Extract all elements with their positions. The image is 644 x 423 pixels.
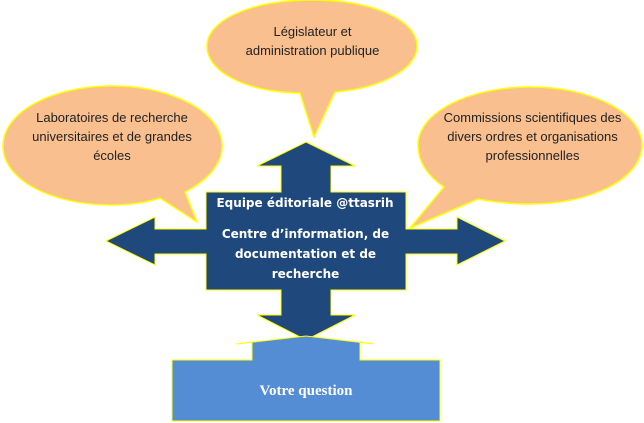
bubble-top-text: Législateur et administration publique	[245, 24, 380, 58]
speech-bubble-top	[206, 0, 418, 140]
question-box-label[interactable]: Votre question	[259, 383, 353, 399]
speech-bubble-right	[409, 86, 643, 229]
speech-bubble-left	[2, 85, 223, 224]
bubble-left-text: Laboratoires de recherche universitaires…	[32, 110, 192, 163]
question-box-shape	[171, 335, 441, 422]
center-subtitle: Centre d’information, de documentation e…	[221, 227, 390, 281]
bubble-right-text: Commissions scientifiques des divers ord…	[443, 110, 622, 163]
center-title: Equipe éditoriale @ttasrih	[216, 196, 394, 210]
